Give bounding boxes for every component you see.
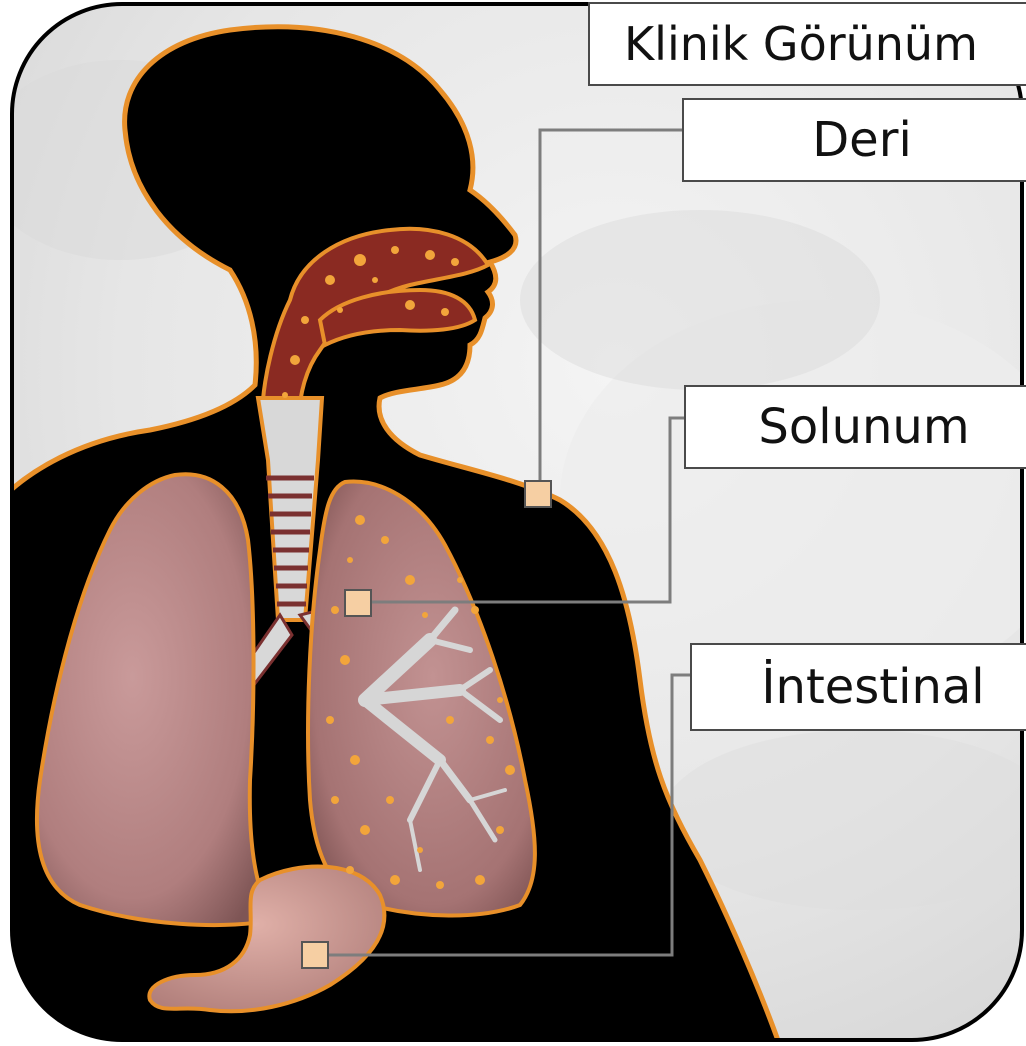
respiratory-label: Solunum xyxy=(758,399,969,455)
respiratory-marker xyxy=(345,590,371,616)
skin-label: Deri xyxy=(812,112,912,168)
intestinal-label: İntestinal xyxy=(761,659,984,715)
diagram-title: Klinik Görünüm xyxy=(588,2,1026,86)
skin-marker xyxy=(525,481,551,507)
diagram-title-text: Klinik Görünüm xyxy=(624,17,978,71)
intestinal-marker xyxy=(302,942,328,968)
intestinal-label-box: İntestinal xyxy=(690,643,1026,731)
skin-label-box: Deri xyxy=(682,98,1026,182)
respiratory-label-box: Solunum xyxy=(684,385,1026,469)
